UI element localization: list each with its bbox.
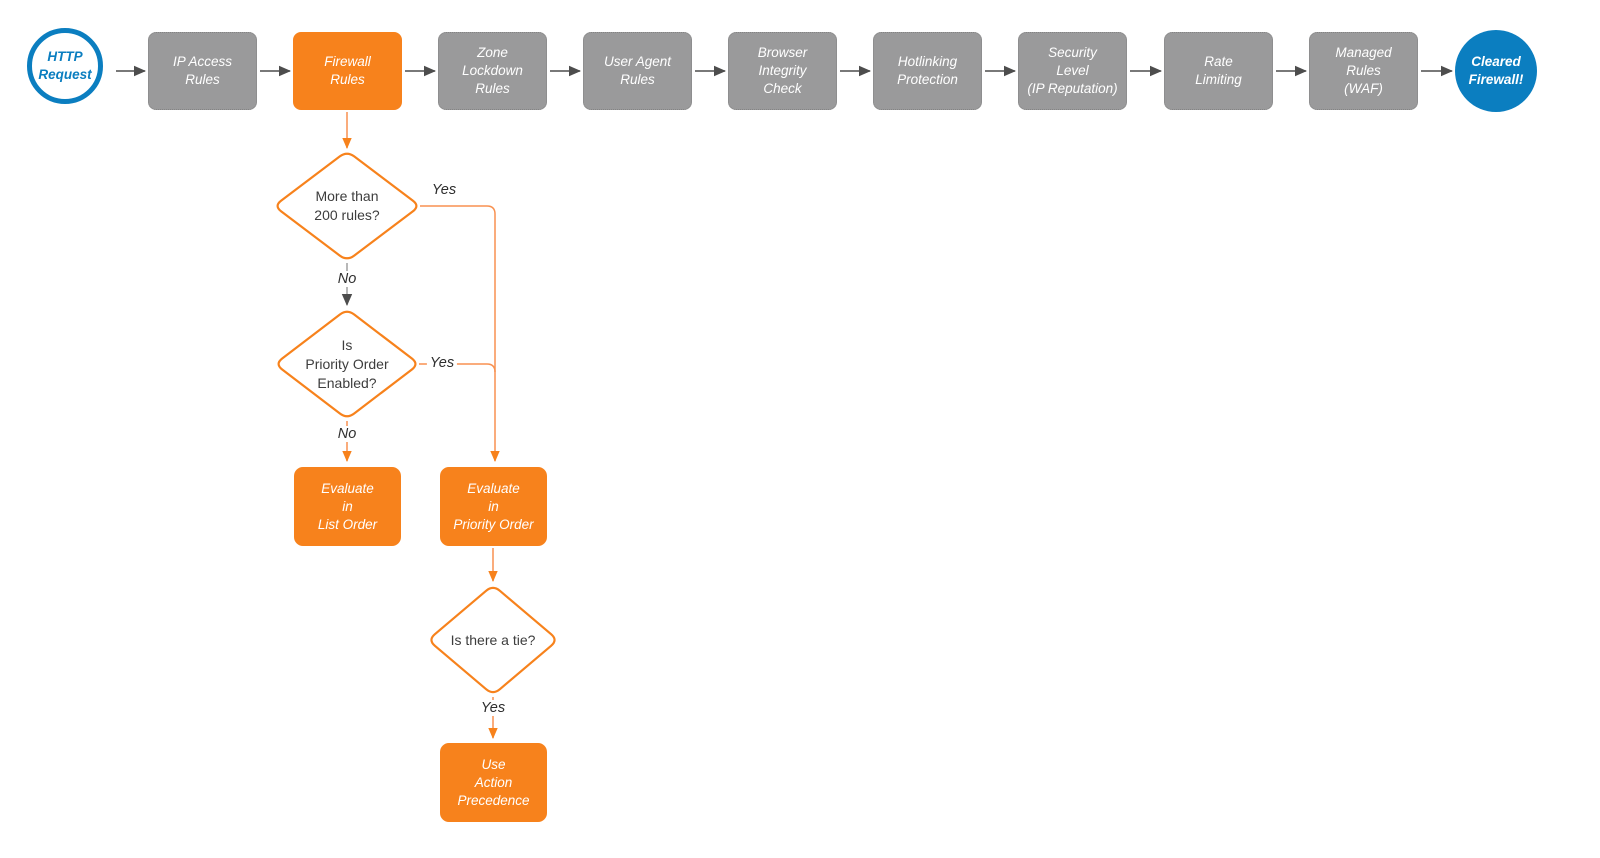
decision-priority-order-shape xyxy=(277,310,417,418)
node-evaluate-list-order: Evaluate in List Order xyxy=(294,467,401,546)
node-security-level: Security Level (IP Reputation) xyxy=(1018,32,1127,110)
decision-rule-count-label: More than 200 rules? xyxy=(314,188,380,223)
edge-label-decision1-no: No xyxy=(334,271,360,287)
node-browser-integrity-check: Browser Integrity Check xyxy=(728,32,837,110)
decision-priority-order-label: Is Priority Order Enabled? xyxy=(305,337,389,391)
decision-tie-shape xyxy=(430,586,556,694)
decision-rule-count-shape xyxy=(276,152,418,260)
edge-label-decision2-yes: Yes xyxy=(426,355,458,371)
node-managed-rules-waf: Managed Rules (WAF) xyxy=(1309,32,1418,110)
node-use-action-precedence: Use Action Precedence xyxy=(440,743,547,822)
wire-decision2-yes-join xyxy=(419,363,496,373)
node-ip-access-rules: IP Access Rules xyxy=(148,32,257,110)
node-user-agent-rules: User Agent Rules xyxy=(583,32,692,110)
edge-label-decision3-yes: Yes xyxy=(477,700,509,716)
node-cleared-firewall: Cleared Firewall! xyxy=(1455,30,1537,112)
node-http-request: HTTP Request xyxy=(27,28,103,104)
wire-decision1-yes-to-priority xyxy=(420,205,500,462)
node-evaluate-priority-order: Evaluate in Priority Order xyxy=(440,467,547,546)
edge-label-decision1-yes: Yes xyxy=(431,182,457,198)
edge-label-decision2-no: No xyxy=(334,426,360,442)
node-firewall-rules: Firewall Rules xyxy=(293,32,402,110)
node-zone-lockdown-rules: Zone Lockdown Rules xyxy=(438,32,547,110)
decision-tie-label: Is there a tie? xyxy=(450,631,536,648)
node-rate-limiting: Rate Limiting xyxy=(1164,32,1273,110)
node-hotlinking-protection: Hotlinking Protection xyxy=(873,32,982,110)
